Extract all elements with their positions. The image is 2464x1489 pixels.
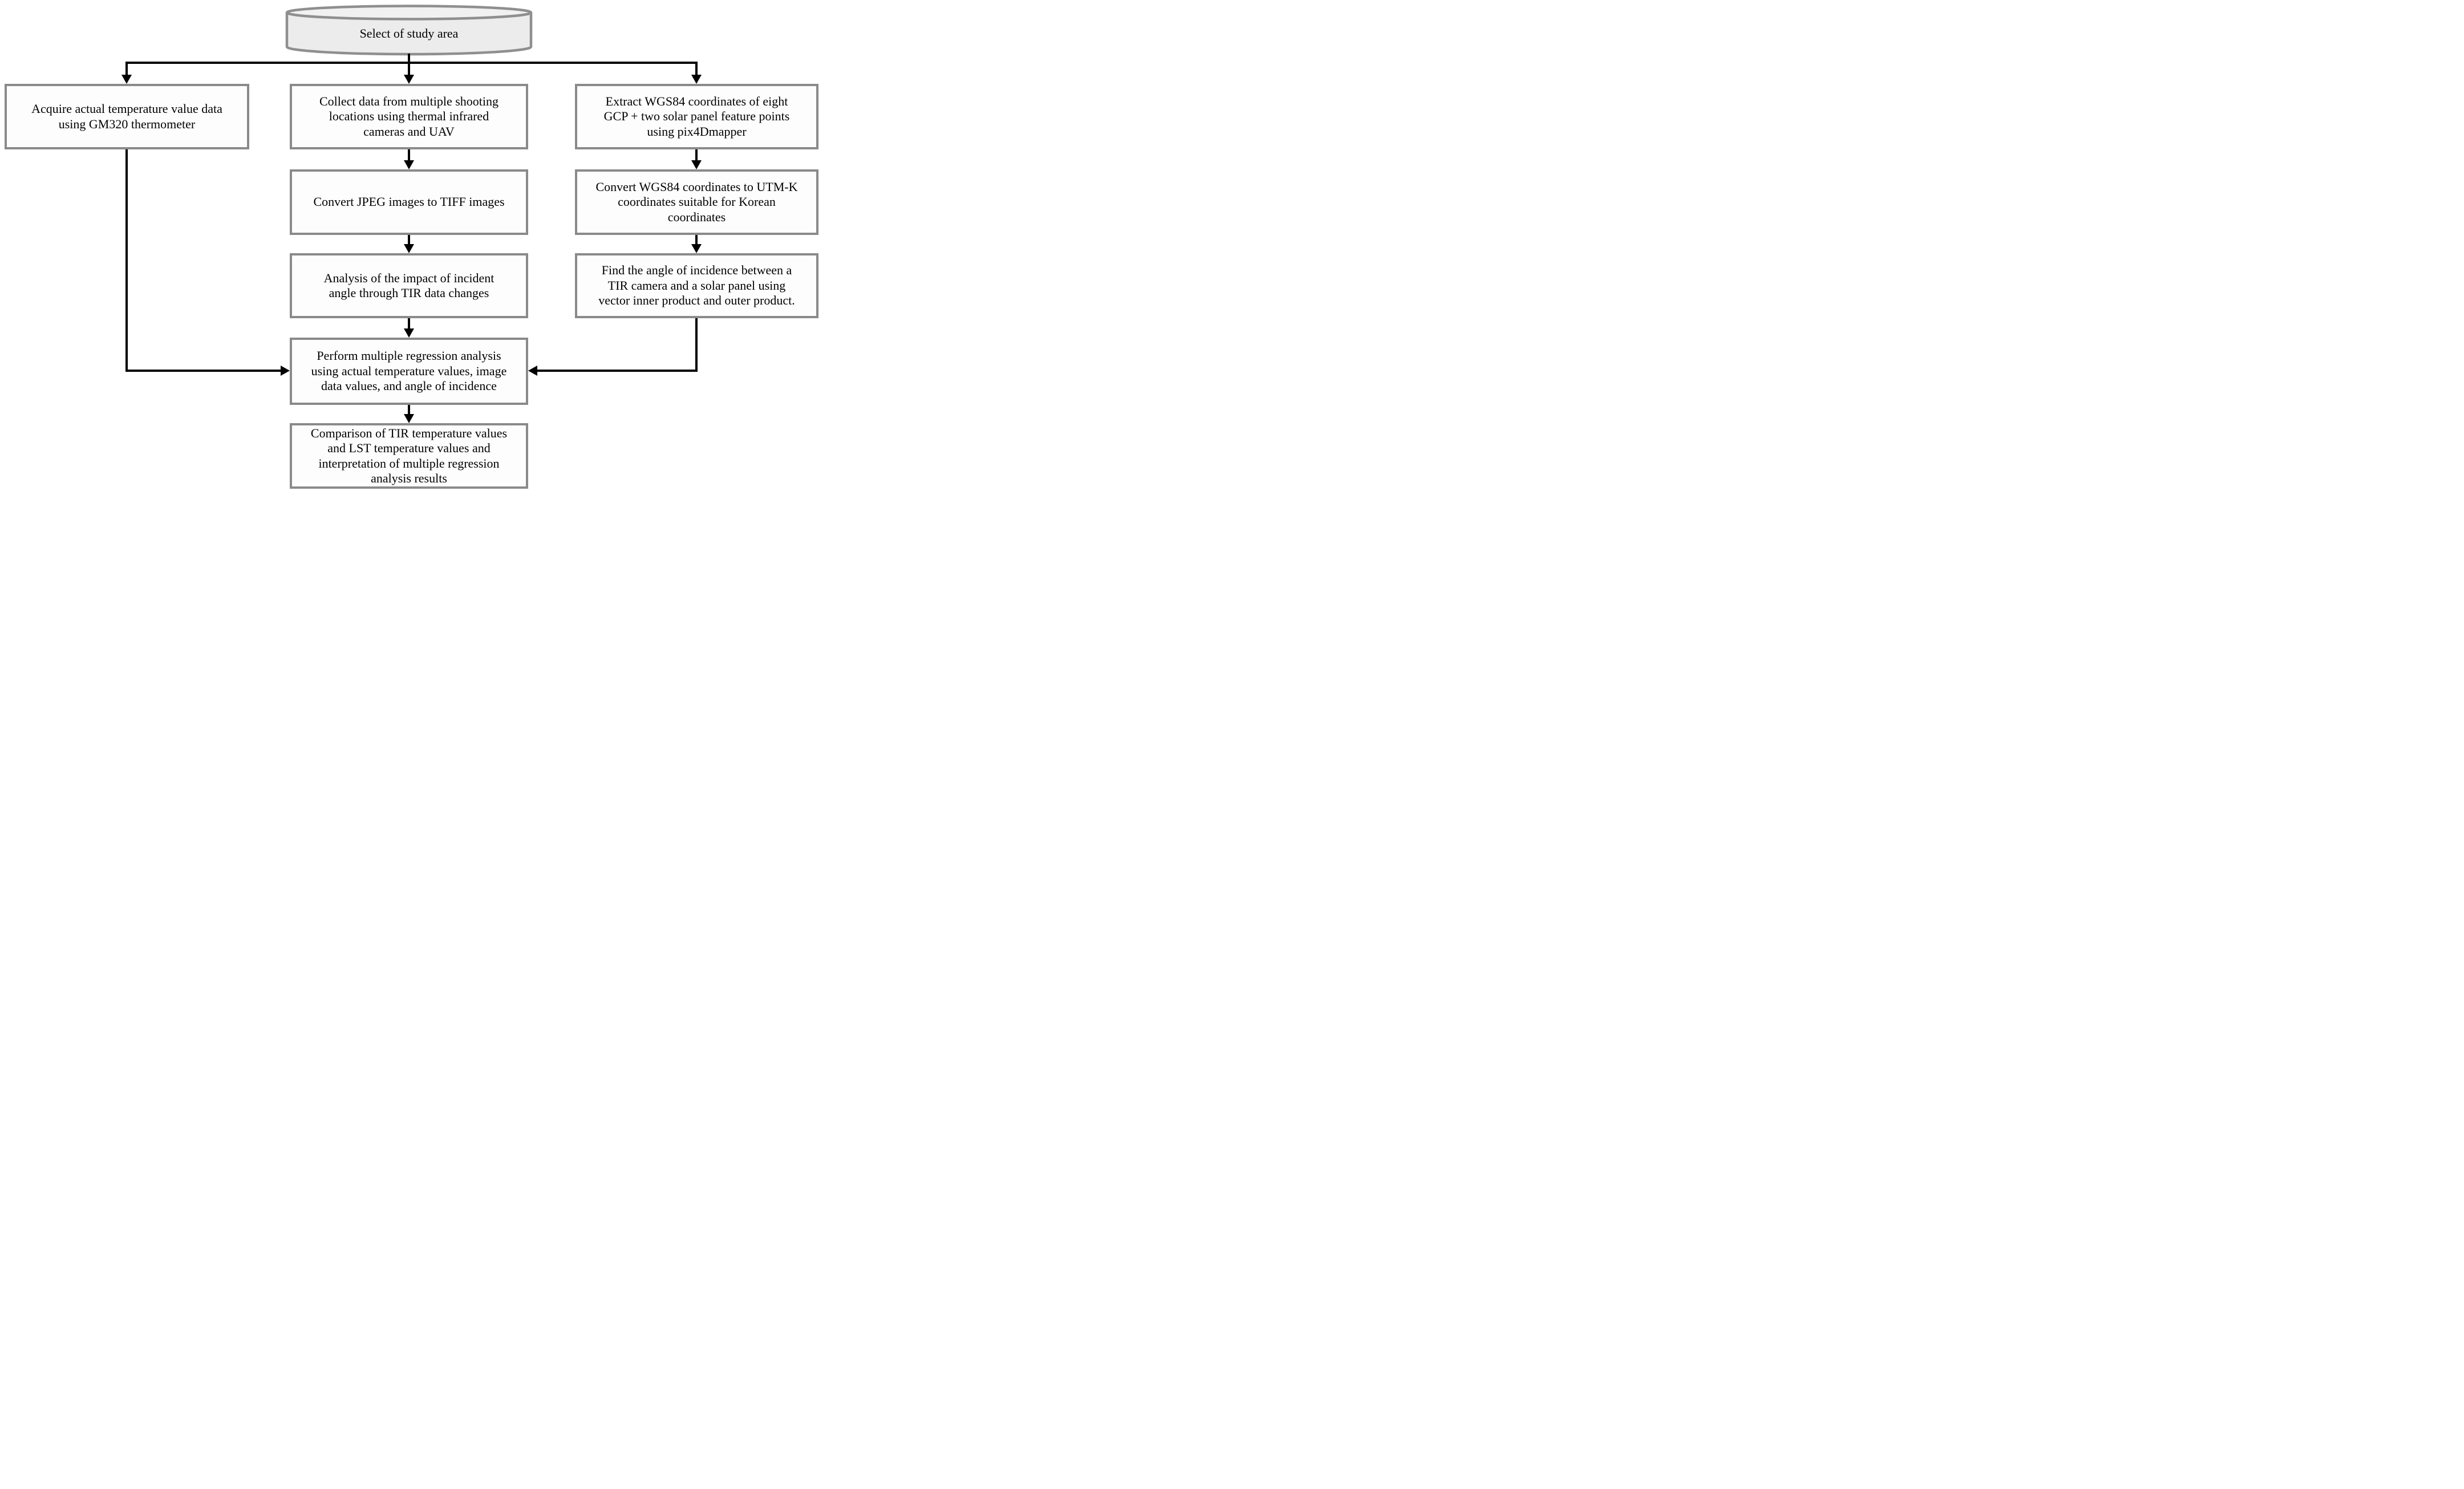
arrowhead-into-mid5 (404, 414, 414, 423)
connector-right2-right3 (695, 235, 698, 245)
node-multiple-regression-analysis: Perform multiple regression analysis usi… (290, 338, 528, 405)
arrowhead-into-left1 (121, 75, 132, 84)
node-convert-jpeg-tiff: Convert JPEG images to TIFF images (290, 169, 528, 235)
connector-mid3-mid4 (408, 318, 410, 330)
node-label: Convert JPEG images to TIFF images (313, 194, 505, 209)
connector-left1-elbow-vertical (125, 149, 128, 372)
node-label: Extract WGS84 coordinates of eight GCP +… (603, 94, 790, 139)
connector-right1-right2 (695, 149, 698, 161)
node-label: Collect data from multiple shooting loca… (319, 94, 499, 139)
connector-right3-elbow-horizontal (537, 370, 698, 372)
arrowhead-into-mid1 (404, 75, 414, 84)
node-acquire-temperature-data: Acquire actual temperature value data us… (5, 84, 249, 149)
connector-right3-elbow-vertical (695, 318, 698, 372)
connector-mid1-mid2 (408, 149, 410, 161)
node-convert-wgs84-utmk: Convert WGS84 coordinates to UTM-K coord… (575, 169, 818, 235)
node-find-angle-of-incidence: Find the angle of incidence between a TI… (575, 253, 818, 318)
node-label: Analysis of the impact of incident angle… (323, 270, 495, 300)
flowchart-canvas: Select of study area Acquire actual temp… (0, 0, 821, 496)
connector-cylinder-stem (408, 54, 410, 76)
node-collect-data-uav: Collect data from multiple shooting loca… (290, 84, 528, 149)
arrowhead-right-into-mid4 (528, 366, 537, 376)
arrowhead-into-mid3 (404, 244, 414, 253)
connector-mid2-mid3 (408, 235, 410, 245)
node-analysis-incident-angle: Analysis of the impact of incident angle… (290, 253, 528, 318)
node-select-study-area: Select of study area (285, 5, 533, 56)
node-comparison-interpretation: Comparison of TIR temperature values and… (290, 423, 528, 489)
arrowhead-into-mid2 (404, 160, 414, 169)
node-extract-wgs84-coordinates: Extract WGS84 coordinates of eight GCP +… (575, 84, 818, 149)
arrowhead-into-right2 (691, 160, 702, 169)
connector-drop-right (695, 63, 698, 76)
connector-mid4-mid5 (408, 405, 410, 415)
arrowhead-into-right3 (691, 244, 702, 253)
node-label: Acquire actual temperature value data us… (31, 102, 222, 131)
node-label: Find the angle of incidence between a TI… (598, 263, 795, 308)
arrowhead-left-into-mid4 (281, 366, 290, 376)
connector-drop-left (125, 63, 128, 76)
node-label: Convert WGS84 coordinates to UTM-K coord… (595, 179, 798, 224)
arrowhead-into-mid4 (404, 328, 414, 338)
node-label: Perform multiple regression analysis usi… (311, 348, 507, 393)
node-label: Comparison of TIR temperature values and… (310, 425, 508, 485)
connector-top-distribution-line (125, 62, 698, 64)
connector-left1-elbow-horizontal (125, 370, 282, 372)
cylinder-label: Select of study area (359, 26, 459, 40)
arrowhead-into-right1 (691, 75, 702, 84)
